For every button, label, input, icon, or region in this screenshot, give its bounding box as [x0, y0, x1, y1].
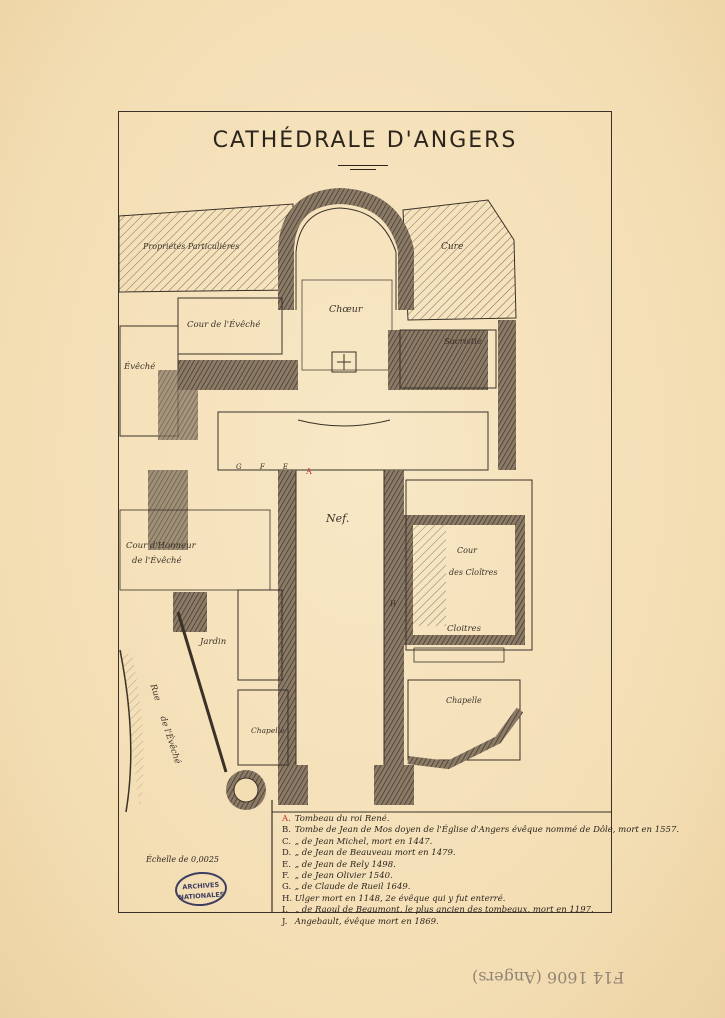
- nave-left-wall: [278, 470, 296, 780]
- scale-note: Échelle de 0,0025: [146, 855, 219, 864]
- transept-right-wall: [388, 330, 488, 390]
- label-des-cloitres: des Cloîtres: [449, 568, 498, 577]
- title-underline: [338, 165, 388, 166]
- legend-row-c: C. „ de Jean Michel, mort en 1447.: [282, 836, 433, 847]
- west-facade-right: [374, 765, 414, 805]
- legend-row-h: H. Ulger mort en 1148, 2e évêque qui y f…: [282, 893, 506, 904]
- label-cure: Cure: [441, 242, 464, 252]
- transept-floor: [217, 411, 489, 471]
- legend-row-g: G. „ de Claude de Rueil 1649.: [282, 882, 411, 893]
- label-sacristie: Sacristie: [444, 337, 482, 347]
- stamp-line-2: NATIONALES: [178, 890, 225, 902]
- label-chapelle-right: Chapelle: [446, 696, 482, 705]
- letters-nave: G F E: [236, 463, 297, 471]
- pencil-annotation: F14 1606 (Angers): [472, 968, 625, 987]
- drawing-frame: [118, 111, 612, 913]
- sacristie-block: [399, 329, 497, 389]
- legend-row-i: I. „ de Raoul de Beaumont, le plus ancie…: [282, 905, 594, 916]
- jardin-wall: [237, 589, 283, 681]
- right-chapel: [407, 679, 521, 761]
- label-proprietes: Propriétés Particulières: [143, 242, 240, 251]
- title-underline-short: [350, 169, 376, 170]
- legend-row-d: D. „ de Jean de Beauveau mort en 1479.: [282, 848, 456, 859]
- label-jardin: Jardin: [200, 637, 227, 647]
- legend-row-e: E. „ de Jean de Rely 1498.: [282, 859, 396, 870]
- legend-row-a: A. Tombeau du roi René.: [282, 814, 390, 824]
- choir-apse: [278, 187, 414, 310]
- label-cour-honneur: Cour d'Honneur: [126, 541, 196, 551]
- cure-area: [402, 199, 517, 321]
- legend-row-f: F. „ de Jean Olivier 1540.: [282, 871, 393, 882]
- label-chapelle-left: Chapelle: [251, 726, 285, 735]
- letter-h: H: [390, 600, 397, 608]
- altar: [331, 351, 357, 373]
- label-choeur: Chœur: [329, 304, 363, 315]
- label-cour-eveche: Cour de l'Évêché: [187, 320, 261, 330]
- legend-row-j: J. Angebault, évêque mort en 1869.: [282, 916, 439, 927]
- label-nef: Nef.: [326, 512, 350, 525]
- label-cour-cloitres: Cour: [457, 546, 477, 555]
- cour-honneur-area: [119, 509, 271, 591]
- plan-title: CATHÉDRALE D'ANGERS: [212, 128, 518, 153]
- floor-plan: [118, 187, 533, 813]
- legend-bracket: [271, 800, 612, 913]
- label-eveche: Évêché: [124, 362, 156, 372]
- nave-right-wall: [384, 470, 404, 780]
- legend-row-b: B. Tombe de Jean de Mos doyen de l'Églis…: [282, 825, 680, 836]
- label-cloitres: Cloitres: [447, 624, 481, 634]
- choir-space: [301, 279, 393, 371]
- left-chapel: [237, 689, 289, 766]
- legend: A. Tombeau du roi René. B. Tombe de Jean…: [282, 814, 680, 928]
- letter-a: A: [306, 467, 312, 476]
- west-facade-left: [278, 765, 308, 805]
- label-de-leveche: de l'Évêché: [132, 556, 182, 566]
